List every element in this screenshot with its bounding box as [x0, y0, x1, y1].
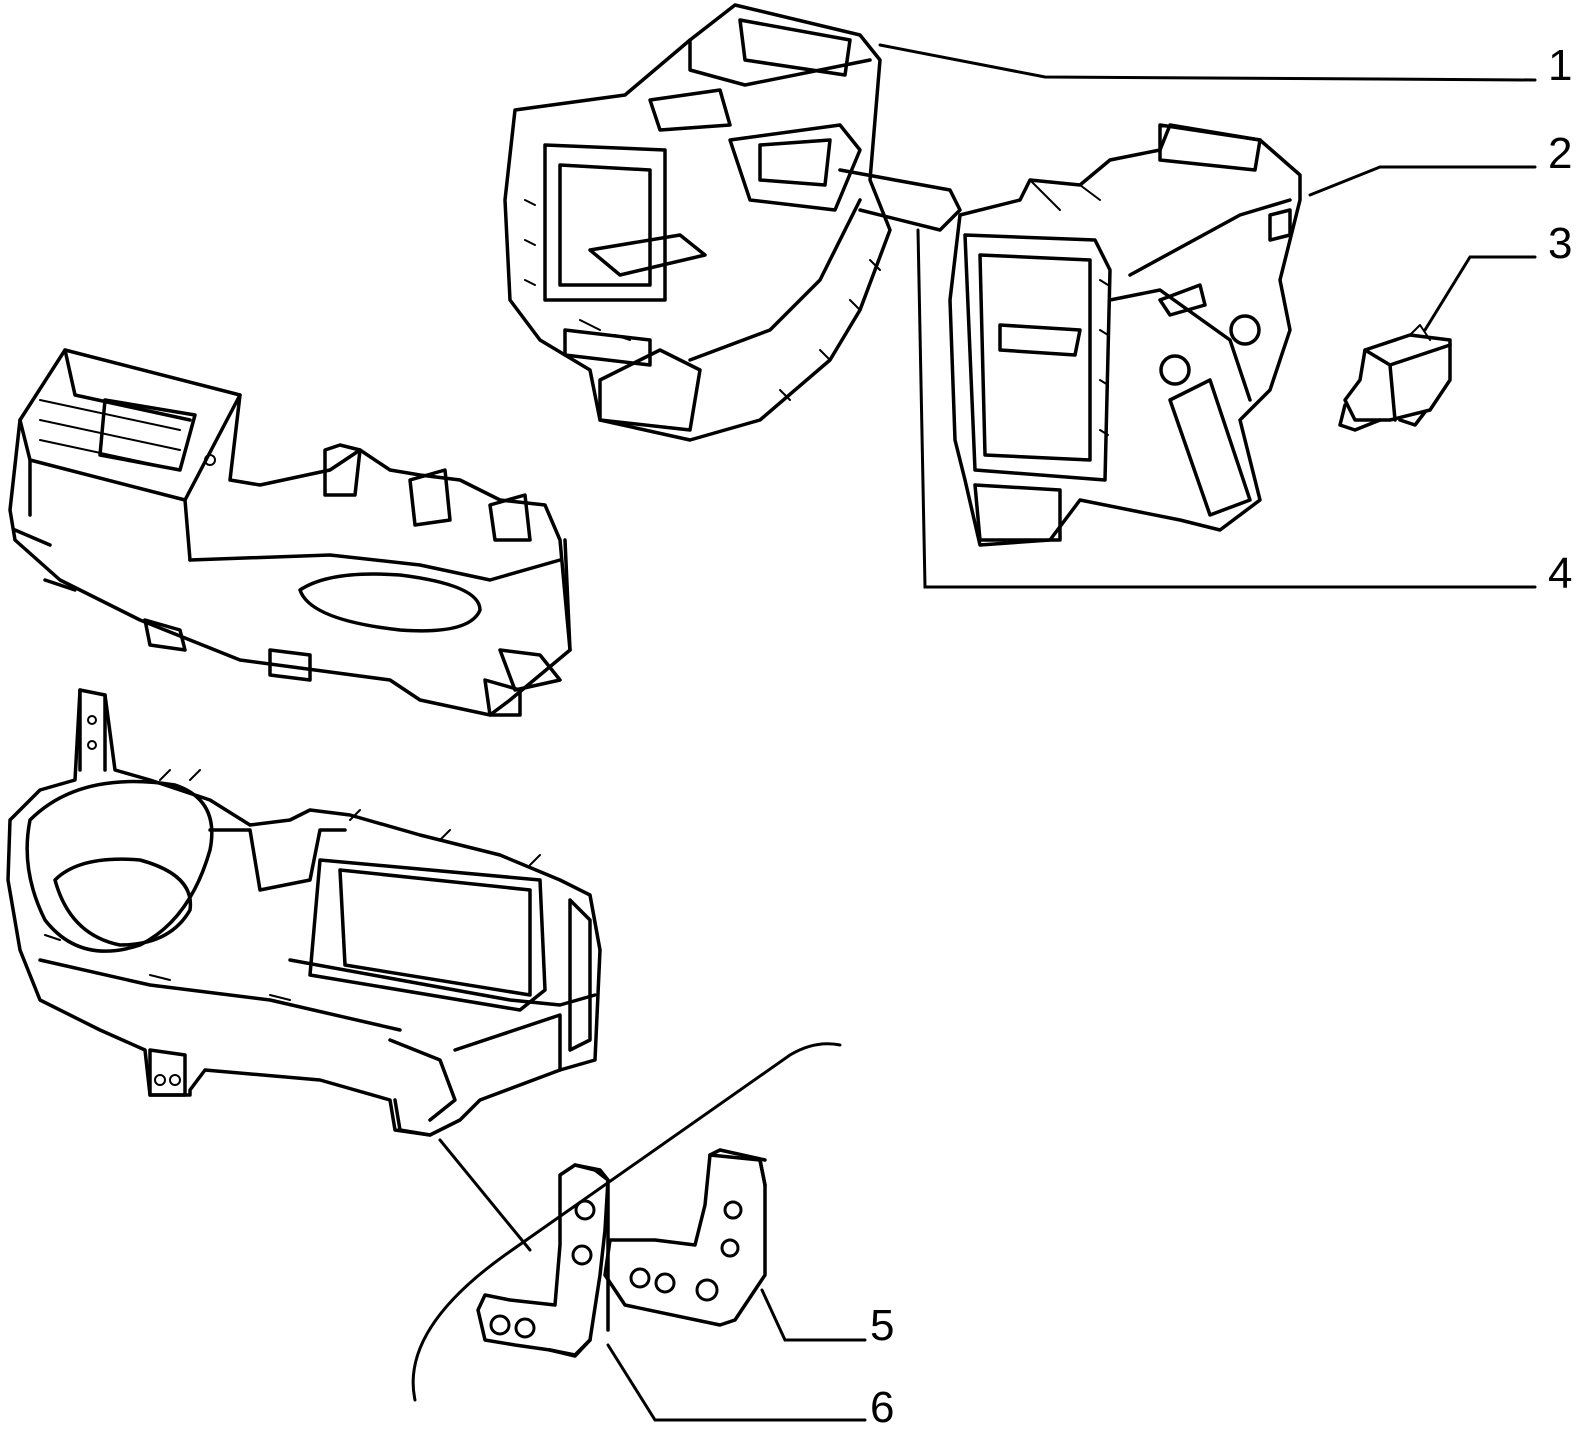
- leader-lines: [438, 43, 1537, 1422]
- leader-2: [1308, 165, 1537, 197]
- callout-3: 3: [1548, 219, 1572, 268]
- callout-1: 1: [1548, 41, 1572, 90]
- leader-6: [606, 1343, 867, 1422]
- part-l-bracket-small: [476, 1163, 610, 1358]
- leader-4: [916, 228, 1537, 589]
- part-small-actuator: [1338, 324, 1452, 432]
- part-housing-right-half: [948, 123, 1302, 547]
- leader-5: [760, 1288, 867, 1342]
- callout-4: 4: [1548, 549, 1572, 598]
- part-l-bracket-large: [603, 1148, 767, 1327]
- callout-6: 6: [870, 1383, 894, 1432]
- callout-numbers: 1 2 3 4 5 6: [870, 41, 1572, 1432]
- detail-arc: [411, 1042, 842, 1402]
- part-filter-tray: [8, 348, 572, 717]
- part-blower-housing: [6, 688, 602, 1137]
- leader-detail: [438, 1138, 532, 1252]
- leader-1: [878, 43, 1537, 82]
- part-housing-left-half: [503, 3, 962, 442]
- callout-2: 2: [1548, 129, 1572, 178]
- callout-5: 5: [870, 1301, 894, 1350]
- leader-3: [1423, 255, 1537, 332]
